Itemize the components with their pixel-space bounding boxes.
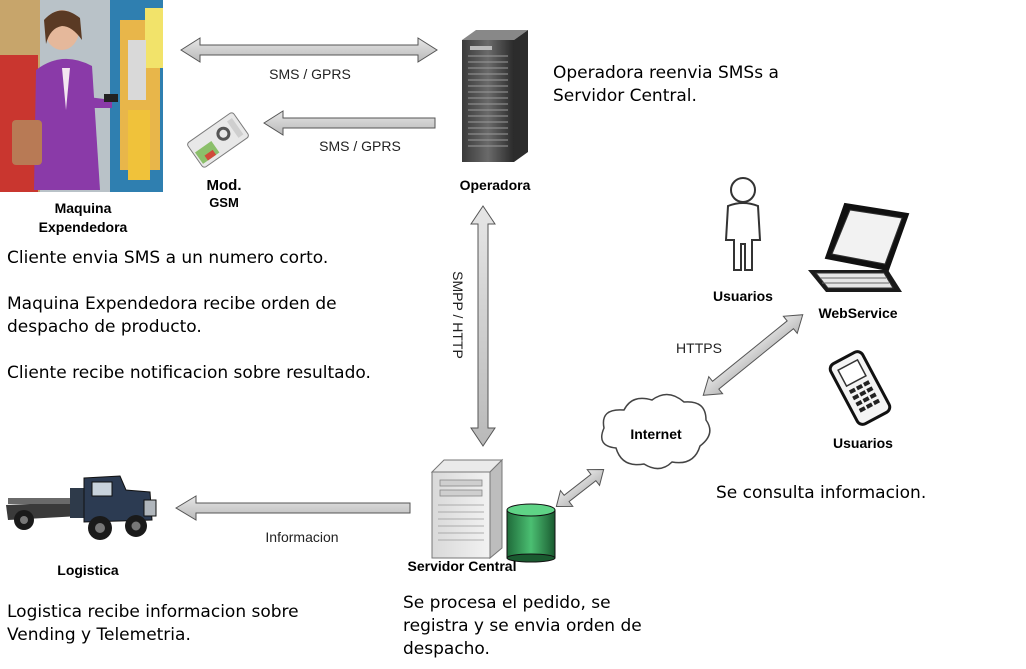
gsm-module-title: Mod. (206, 177, 242, 194)
database-cylinder-icon (506, 503, 556, 563)
gsm-module-label: Mod. GSM (196, 177, 252, 211)
webservice-label: WebService (818, 305, 898, 321)
logistics-description: Logistica recibe informacion sobre Vendi… (7, 602, 299, 645)
operator-server-icon (462, 30, 528, 162)
https-label: HTTPS (676, 340, 722, 356)
central-server-icon (430, 458, 504, 560)
client-steps-description: Cliente envia SMS a un numero corto. Maq… (7, 248, 371, 383)
gsm-module-icon (187, 112, 249, 168)
informacion-arrow-to-logistics (175, 495, 411, 521)
central-server-label: Servidor Central (407, 558, 517, 574)
internet-label: Internet (630, 426, 682, 442)
sms-gprs-double-arrow (180, 37, 438, 63)
gsm-module-subtitle: GSM (209, 195, 239, 210)
https-double-arrow (702, 314, 804, 396)
informacion-label: Informacion (265, 529, 339, 545)
logistics-truck-icon (6, 475, 157, 540)
users-description: Se consulta informacion. (716, 483, 927, 503)
smpp-http-label: SMPP / HTTP (450, 271, 466, 359)
logistics-label: Logistica (57, 562, 119, 578)
sms-gprs-bottom-label: SMS / GPRS (319, 138, 401, 154)
vending-machine-photo (0, 0, 163, 192)
operator-label: Operadora (459, 177, 531, 193)
mobile-phone-icon (828, 350, 892, 426)
internet-cloud-icon (601, 393, 711, 470)
server-internet-double-arrow (555, 469, 605, 507)
vending-machine-label: Maquina Expendedora (38, 200, 128, 235)
operator-description: Operadora reenvia SMSs a Servidor Centra… (553, 63, 779, 106)
users-phone-label: Usuarios (833, 435, 893, 451)
smpp-http-double-arrow (470, 205, 496, 447)
users-person-label: Usuarios (713, 288, 773, 304)
user-person-icon (724, 177, 762, 271)
sms-gprs-arrow-to-gsm (263, 110, 436, 136)
sms-gprs-top-label: SMS / GPRS (269, 66, 351, 82)
server-description: Se procesa el pedido, se registra y se e… (403, 593, 642, 659)
webservice-laptop-icon (808, 202, 910, 292)
